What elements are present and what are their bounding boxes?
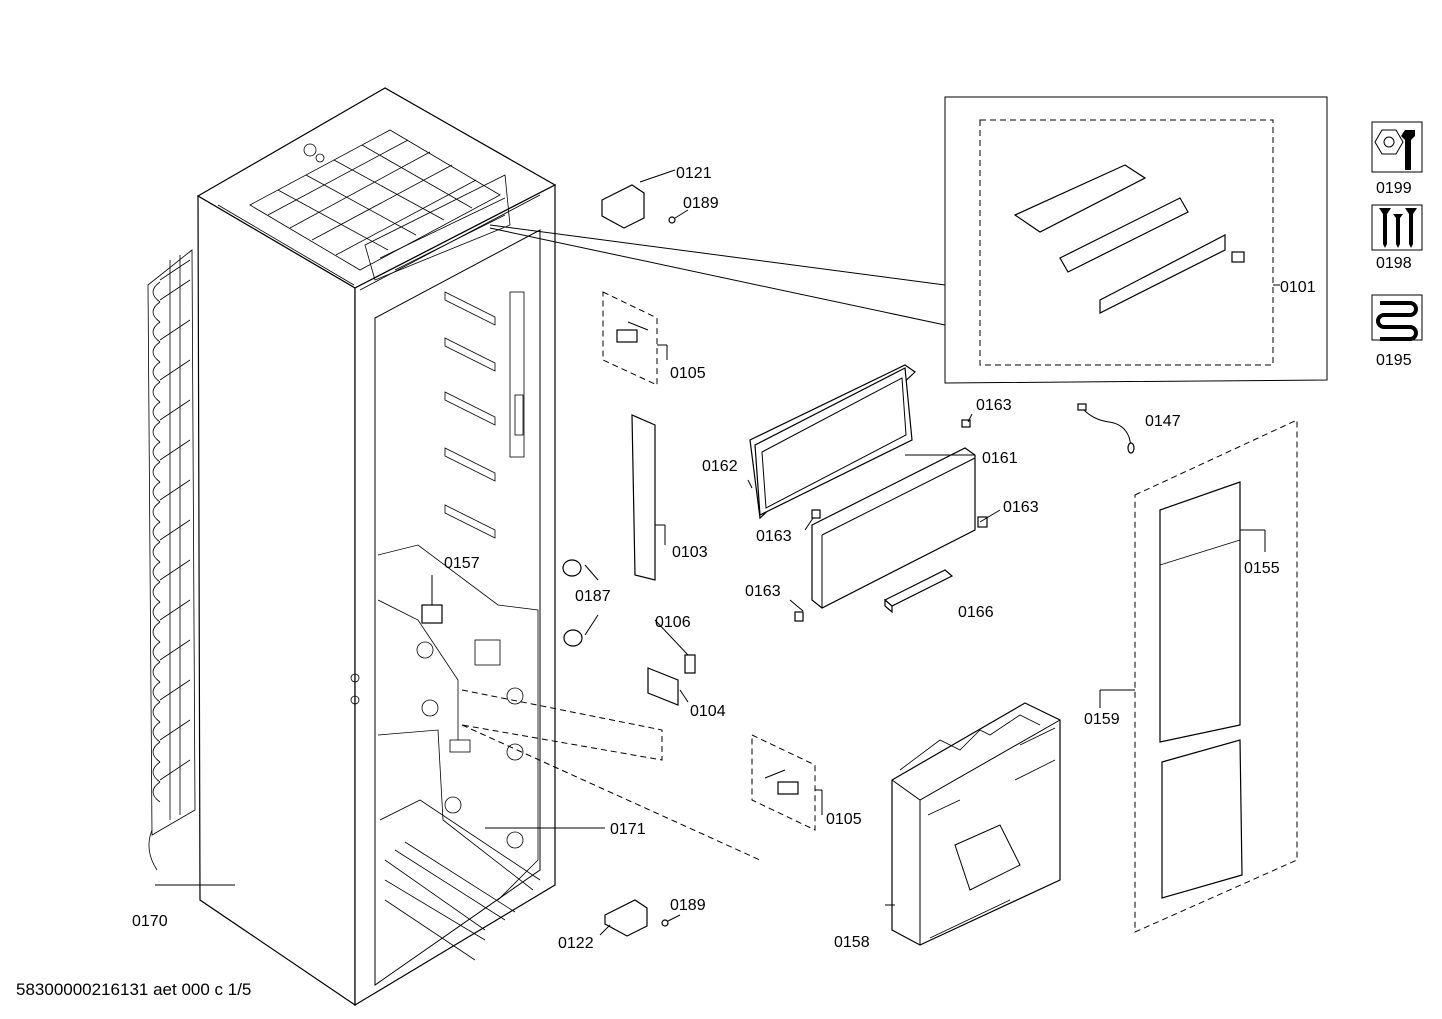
document-reference: 58300000216131 aet 000 c 1/5 (16, 980, 252, 999)
drawer-front (794, 419, 988, 622)
label-0163-b: 0163 (1003, 499, 1039, 516)
rollers (562, 559, 599, 647)
vertical-profile (631, 414, 666, 581)
gasket-frame (747, 364, 916, 520)
refrigerator-cabinet (196, 87, 946, 1007)
label-0104: 0104 (690, 703, 726, 720)
label-0199: 0199 (1376, 180, 1412, 197)
label-0106: 0106 (655, 614, 691, 631)
control-module-inset (944, 96, 1328, 384)
label-0189-bottom: 0189 (670, 897, 706, 914)
drawer-rail (883, 569, 954, 614)
label-0162: 0162 (702, 458, 738, 475)
label-0163-a: 0163 (976, 397, 1012, 414)
label-0189-top: 0189 (683, 195, 719, 212)
label-0121: 0121 (676, 165, 712, 182)
lamp-cover-upper (602, 291, 668, 386)
label-0105-top: 0105 (670, 365, 706, 382)
label-0163-d: 0163 (745, 583, 781, 600)
screws-icon (1371, 204, 1423, 251)
label-0157: 0157 (444, 555, 480, 572)
switch-part (421, 575, 443, 624)
label-0166: 0166 (958, 604, 994, 621)
label-0163-c: 0163 (756, 528, 792, 545)
lamp-cover-lower (751, 734, 823, 831)
label-0105-bottom: 0105 (826, 811, 862, 828)
label-0101: 0101 (1280, 279, 1316, 296)
label-0158: 0158 (834, 934, 870, 951)
label-0187: 0187 (575, 588, 611, 605)
label-0155: 0155 (1244, 560, 1280, 577)
label-0198: 0198 (1376, 255, 1412, 272)
control-housing (885, 702, 1061, 946)
label-0161: 0161 (982, 450, 1018, 467)
hinge-bottom (599, 899, 681, 937)
part-labels: 0121 0189 0105 0101 0199 0198 0195 0163 … (132, 165, 1412, 952)
condenser-coil (147, 249, 196, 871)
temperature-sensor (1077, 403, 1135, 454)
label-0159: 0159 (1084, 711, 1120, 728)
label-0103: 0103 (672, 544, 708, 561)
label-0147: 0147 (1145, 413, 1181, 430)
hinge-top (601, 169, 689, 229)
label-0171: 0171 (610, 821, 646, 838)
cover-plate (647, 654, 696, 706)
label-0170: 0170 (132, 913, 168, 930)
label-0122: 0122 (558, 935, 594, 952)
wrench-nut-icon (1371, 121, 1423, 173)
door-set (1134, 419, 1298, 933)
coil-icon (1371, 294, 1423, 341)
label-0195: 0195 (1376, 352, 1412, 369)
